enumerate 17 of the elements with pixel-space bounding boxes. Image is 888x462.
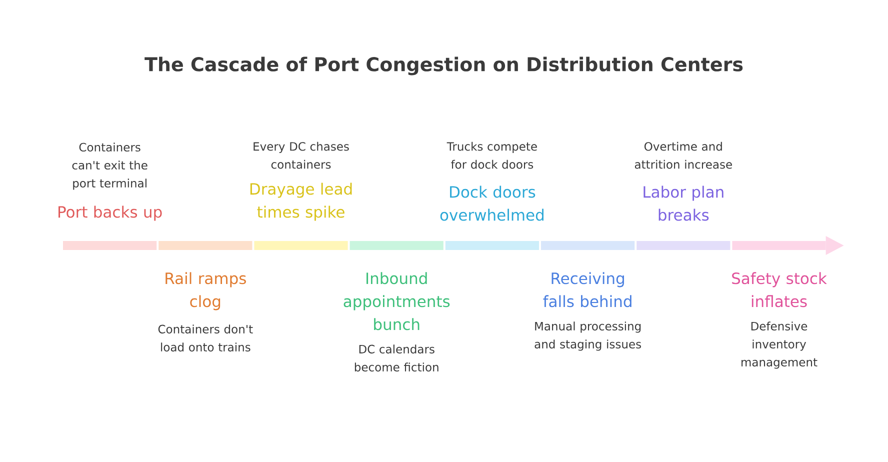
step-description: Every DC chases containers (254, 142, 349, 169)
step-description: Containers can't exit the port terminal (72, 142, 148, 190)
step-heading: Safety stock inflates (732, 272, 827, 308)
step-description: DC calendars become fiction (354, 344, 438, 372)
step-heading: Receiving falls behind (543, 272, 632, 308)
step-description: Defensive inventory management (742, 322, 818, 369)
step-heading: Labor plan breaks (644, 186, 724, 221)
step-heading: Inbound appointments bunch (344, 272, 450, 330)
step-heading: Dock doors overwhelmed (440, 186, 544, 221)
step-description: Containers don't load onto trains (158, 324, 253, 352)
step-heading: Drayage lead times spike (250, 182, 352, 221)
title: The Cascade of Port Congestion on Distribution Centers (144, 56, 743, 76)
step-heading: Port backs up (58, 206, 162, 221)
step-heading: Rail ramps clog (166, 272, 246, 310)
step-description: Manual processing and staging issues (534, 322, 641, 351)
step-description: Trucks compete for dock doors (446, 142, 537, 169)
step-description: Overtime and attrition increase (634, 142, 732, 169)
